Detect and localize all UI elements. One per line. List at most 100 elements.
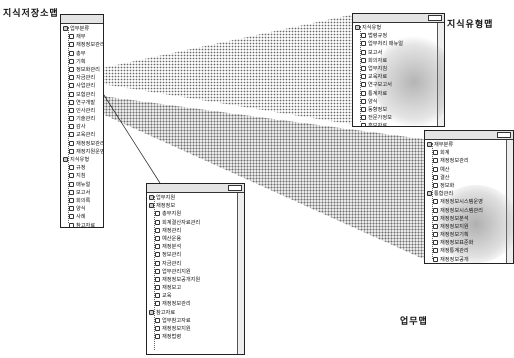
document-icon [361, 82, 366, 88]
document-icon [69, 189, 74, 195]
tree-item[interactable]: 사례 [61, 213, 103, 221]
tree-item[interactable]: 통계자료 [353, 90, 444, 98]
document-icon [155, 219, 160, 225]
tree-item[interactable]: 업무참고자료 [147, 317, 244, 325]
tree-item-label: 정보화 [440, 182, 455, 189]
tree-item[interactable]: 규정 [61, 164, 103, 172]
tree-item-label: 보고서 [368, 49, 383, 56]
tree-item[interactable]: 예산 [425, 166, 513, 174]
tree-item[interactable]: 재정정보시스템관리 [425, 207, 513, 215]
tree-item-label: 규정 [76, 165, 86, 172]
tree-item[interactable]: 업무분류 [61, 25, 103, 33]
tree-item[interactable]: 재정정보지원 [147, 325, 244, 333]
tree-item[interactable]: 인사관리 [61, 107, 103, 115]
tree-item-label: 업무지침 [368, 65, 388, 72]
tree-item[interactable]: 기획 [61, 58, 103, 66]
window-control-icon[interactable] [497, 132, 511, 138]
tree-item[interactable]: 연구보고서 [353, 81, 444, 89]
tree-item[interactable]: 보험관리 [61, 91, 103, 99]
tree-item[interactable]: 동향정보 [353, 106, 444, 114]
tree-item[interactable]: 지식유형 [353, 24, 444, 32]
tree-item[interactable]: 예산운용 [147, 235, 244, 243]
folder-icon [149, 309, 154, 315]
tree-item[interactable]: 재정보고 [147, 284, 244, 292]
beam-to-type-map [102, 14, 355, 125]
tree-item[interactable]: 재정정보관리지원 [61, 140, 103, 148]
tree-item[interactable]: 기술관리 [61, 115, 103, 123]
tree-item-label: 사례 [76, 214, 86, 221]
tree-item[interactable]: 재정정보관리 [425, 157, 513, 165]
tree-item[interactable]: 업무관리지원 [147, 268, 244, 276]
tree-item[interactable]: 연구개발 [61, 99, 103, 107]
tree-item[interactable]: 매뉴얼 [61, 181, 103, 189]
tree-item[interactable]: 정보관리 [147, 251, 244, 259]
tree-item[interactable]: 통합관리 [425, 190, 513, 198]
tree-item[interactable]: 재무분류 [425, 141, 513, 149]
document-icon [433, 240, 438, 246]
tree-item-label: 법령규정 [368, 33, 388, 40]
tree-item[interactable]: 결산 [425, 174, 513, 182]
tree-item[interactable]: 재정정보 [147, 202, 244, 210]
tree-item[interactable]: 재정정보표준화 [425, 239, 513, 247]
tree-item[interactable]: 정보화관리 [61, 66, 103, 74]
tree-item[interactable]: 회계결산자료관리 [147, 219, 244, 227]
caption-knowledge-type-map: 지식유형맵 [447, 20, 494, 30]
tree-item[interactable]: 보고서 [353, 49, 444, 57]
tree-item[interactable]: 업무지원 [147, 194, 244, 202]
document-icon [155, 285, 160, 291]
tree-item[interactable]: 교육 [147, 292, 244, 300]
tree-item[interactable]: 회의자료 [353, 57, 444, 65]
tree-item[interactable]: 교육자료 [353, 73, 444, 81]
tree-item[interactable]: 전문가정보 [353, 114, 444, 122]
tree-item[interactable]: 지식유형 [61, 156, 103, 164]
tree-item[interactable]: 홍보자료 [353, 122, 444, 126]
tree-item-label: 매뉴얼 [76, 181, 91, 188]
tree-item[interactable]: 재정분석 [147, 243, 244, 251]
tree-item[interactable]: 양식 [353, 98, 444, 106]
tree-item-label: 업무처리 매뉴얼 [368, 41, 404, 48]
document-icon [433, 182, 438, 188]
tree-item[interactable]: 재정통계관리 [425, 247, 513, 255]
tree-item[interactable]: 업무처리 매뉴얼 [353, 40, 444, 48]
tree-item[interactable]: 재정정보시스템운영 [425, 198, 513, 206]
document-icon [69, 116, 74, 122]
tree-item[interactable]: 재정정보공개 [425, 256, 513, 263]
tree-item[interactable]: 재정지원운영지원 [61, 148, 103, 156]
window-control-icon[interactable] [228, 185, 242, 191]
folder-icon [63, 157, 68, 162]
tree-item[interactable]: 총무지원 [147, 210, 244, 218]
tree-item[interactable]: 교육관리 [61, 131, 103, 139]
window-control-icon[interactable] [428, 15, 442, 21]
tree-item[interactable]: 사업관리 [61, 82, 103, 90]
tree-item[interactable]: 업무지침 [353, 65, 444, 73]
document-icon [155, 252, 160, 258]
tree-item[interactable]: 회계 [425, 149, 513, 157]
tree-item[interactable]: 양식 [61, 205, 103, 213]
tree-item[interactable]: 재정정보기획 [425, 231, 513, 239]
tree-item[interactable]: 법령규정 [353, 32, 444, 40]
tree-item-label: 교육관리 [76, 132, 96, 139]
tree-item-label: 회계 [440, 150, 450, 157]
tree-item[interactable]: 감사 [61, 123, 103, 131]
tree-item[interactable]: 지침 [61, 172, 103, 180]
tree-item-label: 전문가정보 [368, 115, 392, 122]
tree-item[interactable]: 재정정보공개지원 [147, 276, 244, 284]
tree-item[interactable]: 정보화 [425, 182, 513, 190]
tree-item-label: 지식유형 [362, 25, 382, 31]
tree-item[interactable]: 참고자료 [147, 309, 244, 317]
tree-item[interactable]: 재무 [61, 33, 103, 41]
document-icon [69, 58, 74, 64]
scrollbar[interactable] [237, 193, 244, 354]
tree-item[interactable]: 재정정보관리 [61, 41, 103, 49]
tree-item[interactable]: 재정정보지원 [425, 223, 513, 231]
tree-item[interactable]: 참고자료 [61, 222, 103, 227]
tree-item[interactable]: 자금관리 [61, 74, 103, 82]
tree-item[interactable]: 재정관리 [147, 227, 244, 235]
tree-item[interactable]: 자금관리 [147, 260, 244, 268]
tree-item[interactable]: 보고서 [61, 189, 103, 197]
tree-item[interactable]: 재정법령 [147, 333, 244, 341]
tree-item[interactable]: 재정정보관리 [147, 300, 244, 308]
tree-item[interactable]: 총무 [61, 50, 103, 58]
tree-item[interactable]: 재정정보분석 [425, 215, 513, 223]
tree-item[interactable]: 회의록 [61, 197, 103, 205]
